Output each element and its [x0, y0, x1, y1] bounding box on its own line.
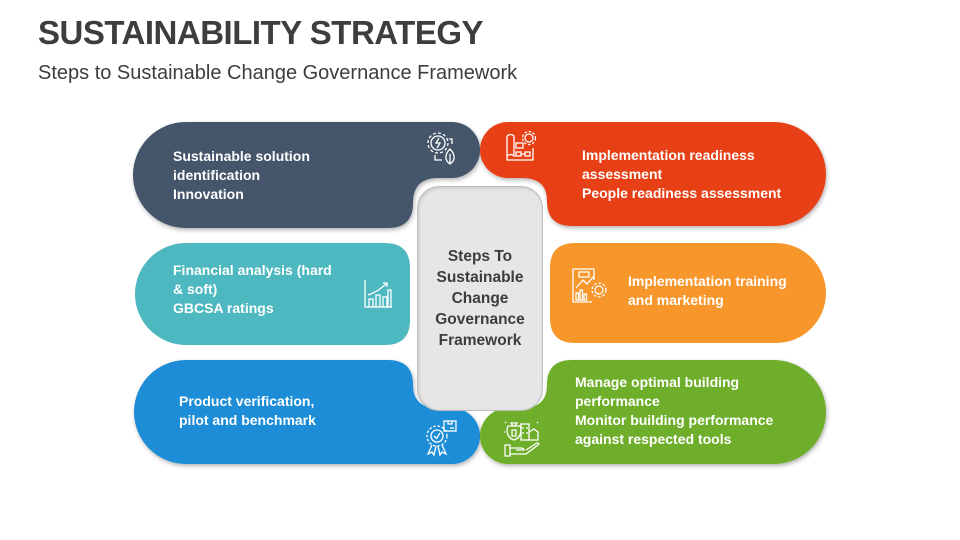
- step-shape-top-left: [133, 122, 480, 228]
- report-gear-icon: [572, 268, 607, 303]
- step-text-bottom-right: Manage optimal building performance Moni…: [575, 374, 774, 447]
- step-shape-middle-right: [550, 243, 826, 343]
- center-framework-box: Steps To Sustainable Change Governance F…: [417, 186, 543, 411]
- step-shape-bottom-left: [134, 360, 480, 464]
- step-shape-bottom-right: [480, 360, 826, 464]
- center-label: Steps To Sustainable Change Governance F…: [435, 248, 525, 349]
- blueprint-gear-icon: [506, 130, 537, 161]
- badge-box-icon: [426, 420, 457, 457]
- step-text-bottom-left: Product verification, pilot and benchmar…: [179, 393, 316, 428]
- step-shape-middle-left: [135, 243, 410, 345]
- page-title: SUSTAINABILITY STRATEGY: [38, 14, 484, 51]
- step-shape-top-right: [480, 122, 826, 226]
- page-subtitle: Steps to Sustainable Change Governance F…: [38, 62, 518, 84]
- step-text-middle-left: Financial analysis (hard & soft) GBCSA r…: [173, 262, 332, 316]
- growth-chart-icon: [364, 280, 392, 308]
- step-text-top-right: Implementation readiness assessment Peop…: [582, 147, 782, 201]
- gear-leaf-icon: [427, 132, 455, 165]
- hand-city-icon: [504, 421, 540, 457]
- step-text-middle-right: Implementation training and marketing: [628, 273, 787, 308]
- step-text-top-left: Sustainable solution identification Inno…: [173, 148, 310, 202]
